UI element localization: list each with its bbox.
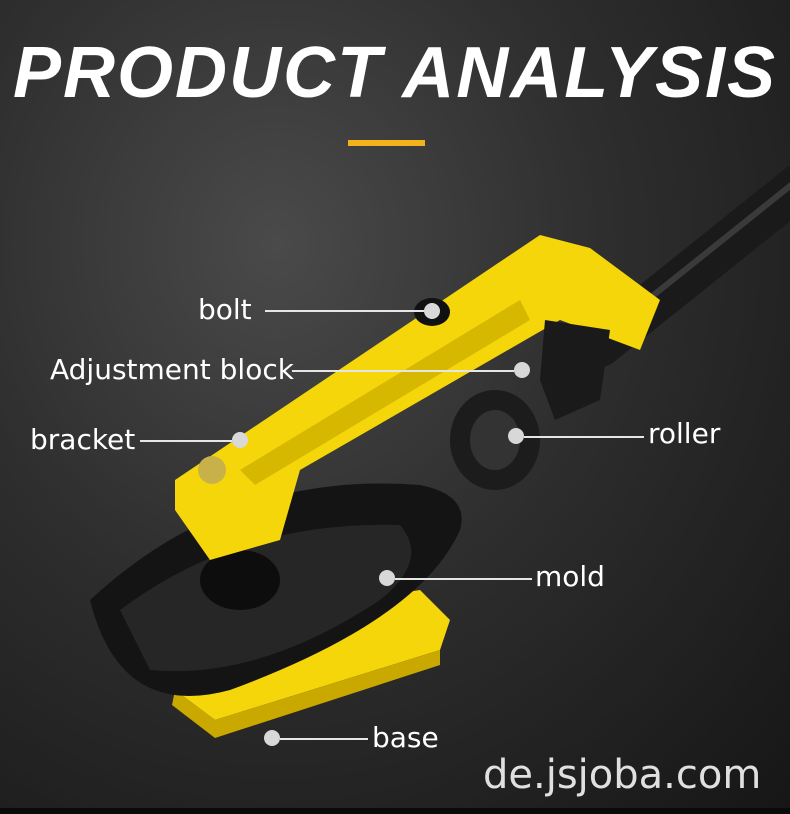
base-label: base [372, 721, 439, 754]
mold-label: mold [535, 560, 605, 593]
roller-marker [508, 428, 524, 444]
adjustment-block-label: Adjustment block [50, 353, 294, 386]
bracket-label: bracket [30, 423, 136, 456]
bracket-marker [232, 432, 248, 448]
bracket-leader-line [140, 440, 232, 442]
mold-marker [379, 570, 395, 586]
mold-leader-line [395, 578, 532, 580]
base-plate-side [172, 650, 440, 738]
adjustment-block-shape [540, 320, 610, 420]
watermark: de.jsjoba.com [483, 752, 762, 798]
roller-leader-line [524, 436, 644, 438]
bracket-pin [198, 456, 226, 484]
bottom-band [0, 808, 790, 814]
roller-label: roller [648, 417, 721, 450]
title-underline-accent [348, 140, 425, 146]
base-marker [264, 730, 280, 746]
bolt-label: bolt [198, 293, 252, 326]
mold-center [200, 550, 280, 610]
bolt-leader-line [265, 310, 425, 312]
roller-groove [470, 410, 520, 470]
bolt-marker [424, 303, 440, 319]
adjustment-block-marker [514, 362, 530, 378]
bracket [175, 235, 660, 560]
adjustment-block-leader-line [292, 370, 514, 372]
bracket-slot [240, 300, 530, 485]
page-title: PRODUCT ANALYSIS [12, 33, 778, 113]
base-leader-line [280, 738, 368, 740]
